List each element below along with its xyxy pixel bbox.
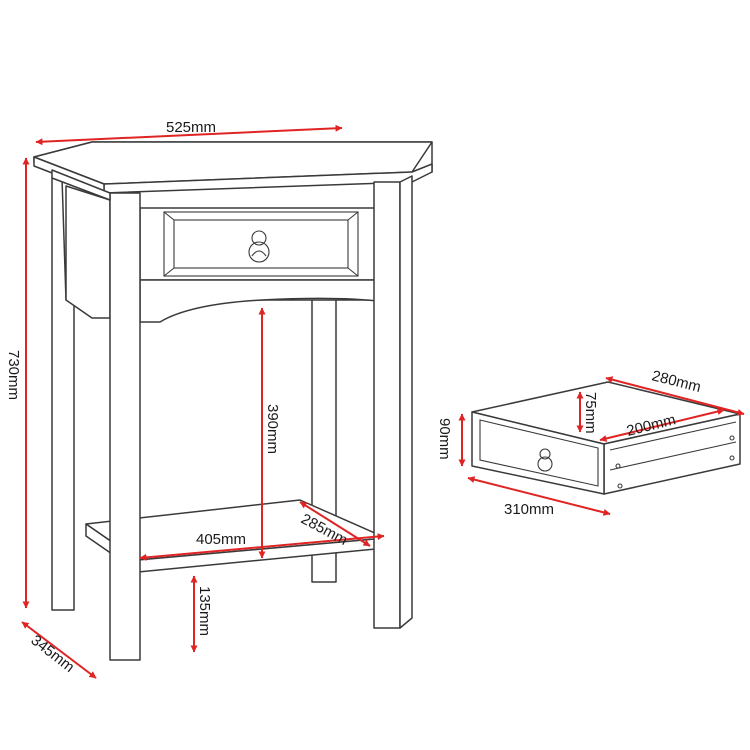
drawer-panel: [173, 219, 349, 269]
drawer-inner-height-label: 75mm: [582, 392, 599, 434]
shelf-width-label: 405mm: [196, 531, 246, 548]
drawer-width-arrow: [467, 476, 611, 516]
drawer-height-label: 90mm: [436, 418, 453, 460]
front-rail-shaped: [139, 279, 387, 323]
front-left-leg-side: [51, 169, 111, 201]
shelf-height-label: 135mm: [196, 586, 213, 636]
drawer-width-label: 310mm: [504, 501, 554, 518]
clearance-label: 390mm: [264, 404, 281, 454]
drawer-front-inner-frame: [163, 211, 359, 277]
height-label: 730mm: [5, 350, 22, 400]
width-label: 525mm: [166, 119, 216, 136]
front-right-leg: [373, 181, 401, 629]
front-left-leg: [109, 192, 141, 661]
shelf-depth-arrow: [299, 501, 371, 547]
depth-label: 345mm: [28, 632, 78, 676]
drawer-depth-arrow: [605, 376, 745, 416]
drawer-inner-depth-arrow: [599, 408, 725, 442]
dimension-annotations: 525mm 730mm 345mm 390mm 405mm 285mm 135m…: [5, 119, 745, 679]
drawer-panel-bevel: [163, 211, 359, 277]
apron-side: [65, 185, 111, 319]
width-arrow: [35, 124, 343, 146]
front-right-leg-side: [399, 175, 413, 629]
drop-handle-icon: [248, 230, 270, 263]
console-table: [33, 141, 433, 661]
drop-handle-icon: [537, 448, 553, 472]
depth-arrow: [21, 621, 97, 679]
